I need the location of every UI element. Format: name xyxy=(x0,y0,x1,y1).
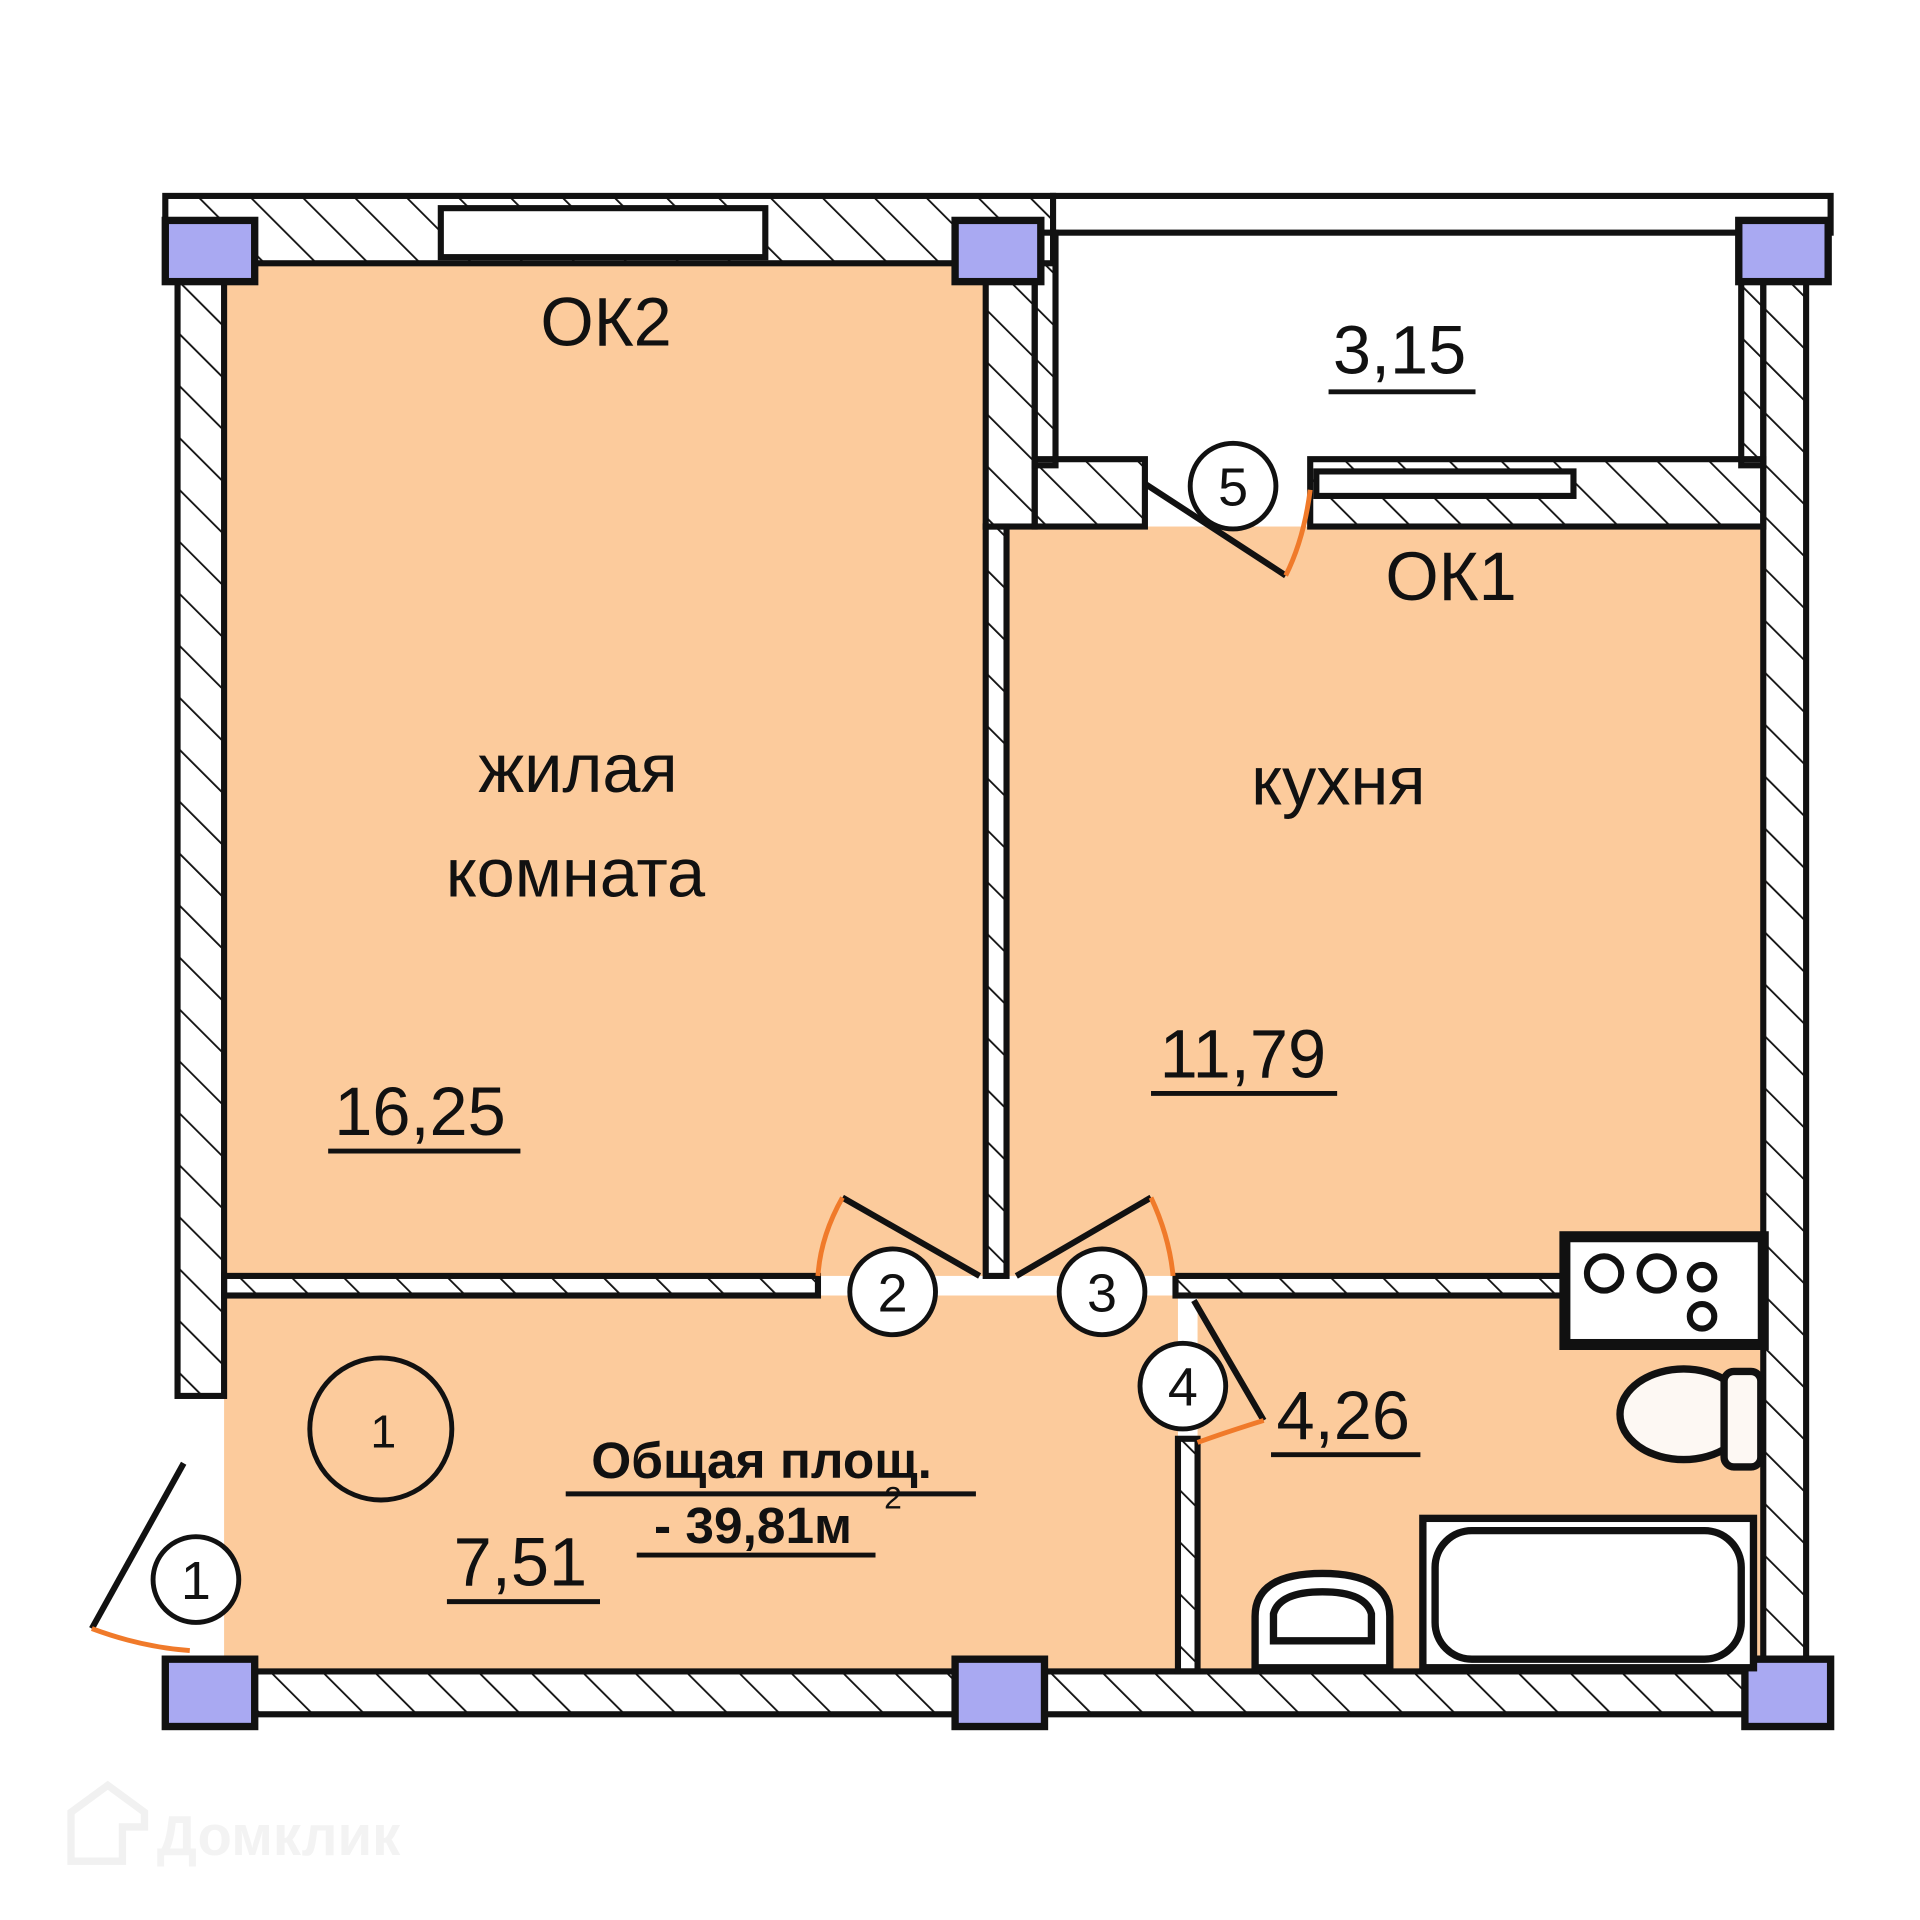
kitchen-floor xyxy=(1006,526,1764,1276)
total-area-label: Общая площ. xyxy=(591,1431,932,1489)
total-area-value: - 39,81м xyxy=(654,1496,852,1554)
stove-icon xyxy=(1559,1231,1769,1350)
window-label-ok2: ОК2 xyxy=(540,283,671,360)
total-area-unit-sup: 2 xyxy=(884,1480,902,1516)
door-marker-5: 5 xyxy=(1218,458,1248,518)
watermark-text: Домклик xyxy=(157,1804,401,1867)
living-room-name-line2: комната xyxy=(446,834,706,911)
door-markers xyxy=(150,440,1279,1625)
domclick-logo-icon xyxy=(67,1780,149,1865)
kitchen-area: 11,79 xyxy=(1160,1016,1327,1093)
bathroom-area: 4,26 xyxy=(1277,1377,1410,1454)
bathtub-icon xyxy=(1419,1514,1758,1672)
balcony-floor xyxy=(1055,238,1742,460)
window-label-ok1: ОК1 xyxy=(1385,538,1516,615)
door-marker-2: 2 xyxy=(878,1263,908,1323)
door-swings xyxy=(89,481,1313,1654)
living-room-name-line1: жилая xyxy=(478,730,677,807)
door-marker-1: 1 xyxy=(181,1551,211,1611)
kitchen-name: кухня xyxy=(1251,742,1425,819)
door-marker-3: 3 xyxy=(1087,1263,1117,1323)
living-room-area: 16,25 xyxy=(334,1073,506,1150)
living-room-floor xyxy=(224,263,986,1276)
pillars xyxy=(161,216,1835,1731)
hall-area: 7,51 xyxy=(454,1524,587,1601)
balcony-area: 3,15 xyxy=(1333,311,1466,388)
door-marker-4: 4 xyxy=(1168,1358,1198,1418)
hall-marker: 1 xyxy=(370,1405,396,1457)
toilet-icon xyxy=(1616,1365,1765,1471)
sink-icon xyxy=(1251,1569,1394,1672)
